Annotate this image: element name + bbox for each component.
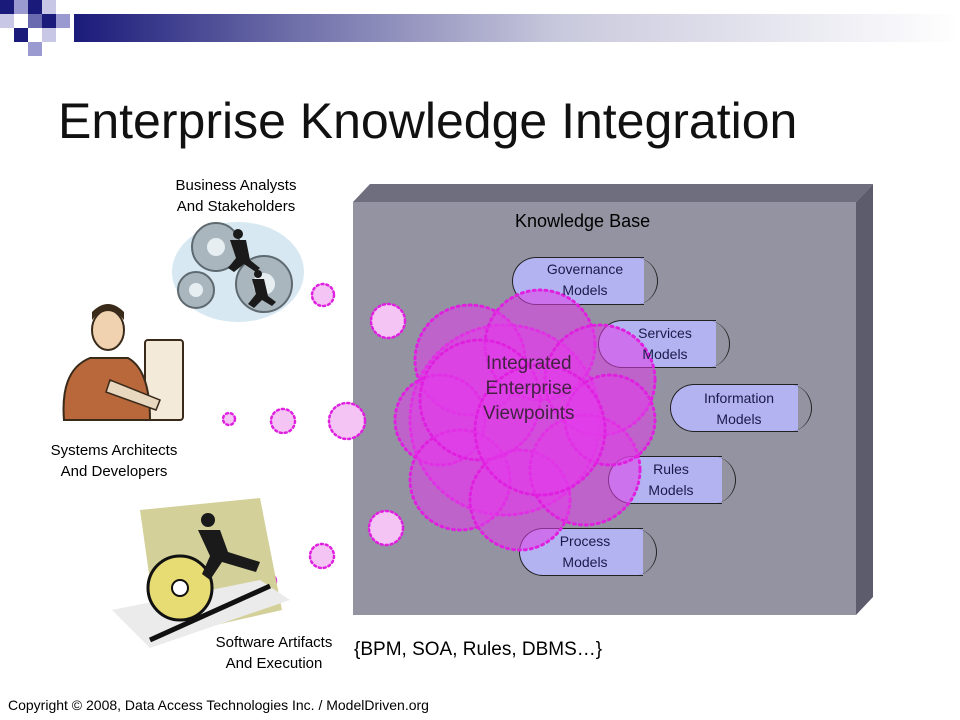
slide-title: Enterprise Knowledge Integration	[58, 93, 798, 149]
copyright-footer: Copyright © 2008, Data Access Technologi…	[8, 697, 429, 713]
header-gradient-bar	[74, 14, 960, 42]
decor-square	[28, 14, 42, 28]
decor-square	[28, 0, 42, 14]
header-decoration	[0, 0, 960, 56]
decor-square	[42, 28, 56, 42]
decor-square	[14, 28, 28, 42]
knowledge-base-title: Knowledge Base	[515, 211, 651, 231]
decor-square	[14, 0, 28, 14]
decor-square	[42, 14, 56, 28]
decor-square	[42, 0, 56, 14]
decor-square	[0, 14, 14, 28]
decor-square	[56, 14, 70, 28]
software-disc-runner-icon	[112, 498, 290, 648]
decor-square	[0, 0, 14, 14]
business-team-gears-icon	[172, 222, 304, 322]
knowledge-base-side	[856, 184, 873, 615]
developer-at-computer-icon	[62, 304, 184, 421]
decor-square	[28, 42, 42, 56]
knowledge-base-top	[353, 184, 873, 202]
technologies-label: {BPM, SOA, Rules, DBMS…}	[354, 639, 603, 660]
information-models-shape	[670, 384, 812, 432]
